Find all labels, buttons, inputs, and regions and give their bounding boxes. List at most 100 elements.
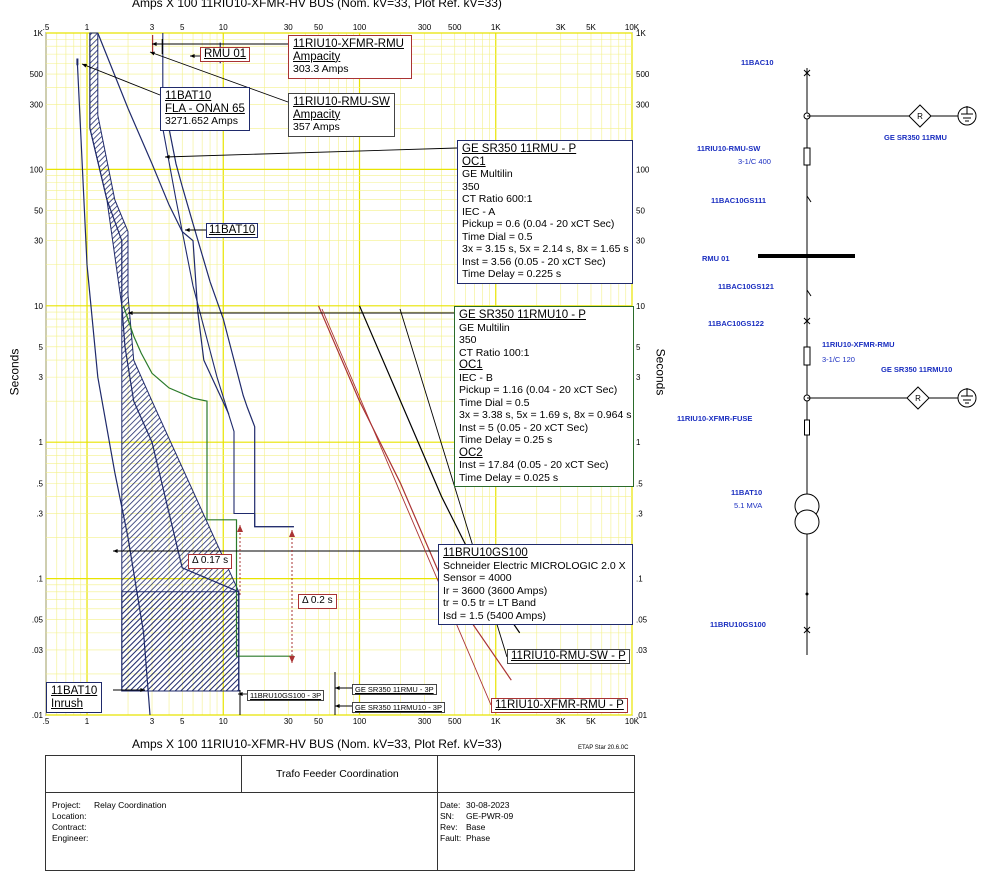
sld-cable-2 xyxy=(803,346,811,366)
bat10-label-box: 11BAT10 xyxy=(206,223,259,238)
y-tick-label-right: 100 xyxy=(636,165,650,174)
x-tick-label-bottom: 100 xyxy=(353,717,367,726)
leader-bat-fla-head xyxy=(82,63,87,68)
tb-date: 30-08-2023 xyxy=(466,800,510,810)
hatched-regions xyxy=(89,32,240,692)
leader-lines xyxy=(81,42,508,715)
leader-sr350-rmu xyxy=(164,147,458,158)
sld-rmu-sw-cable: 3-1/C 400 xyxy=(738,157,771,166)
sld-relay-1 xyxy=(908,104,932,128)
leader-rmu-sw-head xyxy=(150,51,155,56)
y-tick-label-right: .03 xyxy=(636,646,648,655)
y-tick-label-right: .01 xyxy=(636,711,648,720)
sld-gs122: 11BAC10GS122 xyxy=(708,319,764,328)
x-tick-label-bottom: 5K xyxy=(586,717,596,726)
sr350-rmu10-settings-box: GE SR350 11RMU10 - P GE Multilin 350 CT … xyxy=(454,306,634,487)
y-tick-label-right: .1 xyxy=(636,575,643,584)
x-tick-label-bottom: 500 xyxy=(448,717,462,726)
sld-cable-1 xyxy=(803,147,811,166)
rmu-sw-p-box: 11RIU10-RMU-SW - P xyxy=(507,649,630,664)
sld-bat10-mva: 5.1 MVA xyxy=(734,501,763,510)
x-tick-label-bottom: 300 xyxy=(418,717,432,726)
x-tick-label-bottom: 50 xyxy=(314,717,323,726)
single-line-diagram: RR xyxy=(758,68,977,655)
delta-02-tail xyxy=(289,656,295,663)
sld-x-gs122 xyxy=(803,317,811,325)
leader-bru-head xyxy=(113,549,118,553)
tb-project: Relay Coordination xyxy=(94,800,167,810)
leader-sr350-rmu10-head xyxy=(128,311,133,315)
y-tick-label: 50 xyxy=(34,206,43,215)
delta-02-box: Δ 0.2 s xyxy=(298,594,337,609)
y-tick-label: 100 xyxy=(30,165,44,174)
x-tick-label-bottom: 10K xyxy=(625,717,640,726)
y-tick-label-right: 5 xyxy=(636,343,641,352)
curve-ge-sr350-11rmu10-p xyxy=(122,305,294,657)
breaker-band-fill xyxy=(89,32,240,692)
x-tick-label-bottom: 3K xyxy=(556,717,566,726)
leader-small-rmu-head xyxy=(335,686,340,690)
y-tick-label-right: .3 xyxy=(636,510,643,519)
sld-node xyxy=(805,592,809,596)
y-tick-label: 3 xyxy=(39,373,44,382)
bottom-axis-title: Amps X 100 11RIU10-XFMR-HV BUS (Nom. kV=… xyxy=(132,737,502,751)
xfmr-rmu-p-box: 11RIU10-XFMR-RMU - P xyxy=(491,698,628,713)
y-tick-label-right: 30 xyxy=(636,237,645,246)
y-tick-label: .3 xyxy=(36,510,43,519)
inrush-box: 11BAT10 Inrush xyxy=(46,682,103,713)
sld-fuse: 11RIU10-XFMR-FUSE xyxy=(677,414,753,423)
sld-bat10: 11BAT10 xyxy=(731,488,763,497)
leader-rmu01-head xyxy=(190,54,195,58)
xfmr-rmu-ampacity-box: 11RIU10-XFMR-RMU Ampacity 303.3 Amps xyxy=(288,35,412,79)
curve-11bat10-inrush xyxy=(76,58,151,716)
tb-location-label: Location: xyxy=(52,811,87,821)
y-tick-label-right: 50 xyxy=(636,206,645,215)
curve-11bru10gs100 xyxy=(89,33,240,691)
tb-fault: Phase xyxy=(466,833,491,843)
leader-sr350-rmu-head xyxy=(165,154,170,159)
sld-xfmr-secondary xyxy=(794,509,820,535)
sld-relay-1-label: R xyxy=(917,112,923,121)
sld-x-top xyxy=(803,69,811,77)
delta-017-box: Δ 0.17 s xyxy=(188,554,233,569)
x-tick-label-bottom: .5 xyxy=(43,717,50,726)
rmu01-box: RMU 01 xyxy=(200,47,251,62)
sld-rmu-sw: 11RIU10-RMU-SW xyxy=(697,144,761,153)
y-tick-label: .01 xyxy=(32,711,44,720)
y-axis-right-title: Seconds xyxy=(653,348,668,396)
y-tick-label-right: 3 xyxy=(636,373,641,382)
curve-ge-sr350-11rmu-p xyxy=(168,128,294,528)
sld-relay-2-label: R xyxy=(915,394,921,403)
x-tick-label: 100 xyxy=(353,23,367,32)
x-tick-label: 3 xyxy=(150,23,155,32)
y-tick-label-right: .5 xyxy=(636,479,643,488)
sld-ground-icon-1 xyxy=(961,106,973,122)
sld-switch-1 xyxy=(806,195,812,203)
delta-017-head xyxy=(237,525,243,532)
y-tick-label: .05 xyxy=(32,616,44,625)
sr350-rmu-settings-box: GE SR350 11RMU - P OC1 GE Multilin 350 C… xyxy=(457,140,633,284)
tb-sn-label: SN: xyxy=(440,811,455,821)
x-tick-label-bottom: 1K xyxy=(491,717,501,726)
y-tick-label: 500 xyxy=(30,70,44,79)
tb-contract-label: Contract: xyxy=(52,822,87,832)
x-tick-label: 300 xyxy=(418,23,432,32)
leader-bat10-head xyxy=(185,228,190,232)
y-tick-label-right: .05 xyxy=(636,616,648,625)
x-tick-label: .5 xyxy=(43,23,50,32)
small-rmu-label: GE SR350 11RMU - 3P xyxy=(352,684,437,695)
x-tick-label-bottom: 1 xyxy=(85,717,90,726)
y-tick-label-right: 1K xyxy=(636,29,646,38)
sld-x-bru xyxy=(803,626,811,634)
sld-bru: 11BRU10GS100 xyxy=(710,620,766,629)
leader-inrush-head xyxy=(140,688,145,692)
x-tick-label: 1 xyxy=(85,23,90,32)
sld-gs121: 11BAC10GS121 xyxy=(718,282,774,291)
small-bru-label: 11BRU10GS100 - 3P xyxy=(247,690,325,701)
x-tick-label: 10K xyxy=(625,23,640,32)
y-tick-label: 1 xyxy=(39,438,44,447)
tb-fault-label: Fault: xyxy=(440,833,462,843)
